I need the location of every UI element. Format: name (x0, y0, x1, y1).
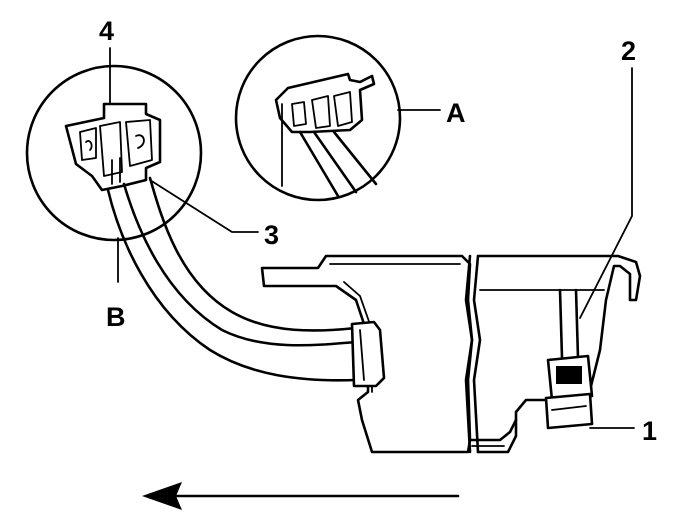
detail-a-slot-2 (311, 95, 331, 129)
detail-a-tube (298, 130, 378, 198)
flange-right-section (476, 254, 642, 454)
detail-b-slot-mid (99, 121, 123, 177)
connector-1-ridge (551, 405, 587, 411)
callout-A: A (446, 98, 466, 128)
detail-a-circle (234, 34, 402, 202)
callout-4: 4 (99, 16, 114, 46)
direction-arrow-head (142, 482, 182, 510)
callout-B: B (106, 302, 126, 332)
detail-a-slot-1 (291, 101, 307, 127)
leader-lines (109, 47, 635, 429)
connector-2-inner (556, 366, 582, 384)
flange-left-section (260, 254, 474, 454)
hose-outer (106, 188, 358, 382)
break-line-right (472, 254, 482, 454)
detail-b-connector (64, 102, 162, 192)
hose-lines (106, 176, 358, 382)
base-step (468, 418, 518, 442)
detail-b-view (25, 64, 203, 242)
callout-3-right: 3 (264, 220, 279, 250)
detail-b-clip-1 (85, 140, 93, 151)
hose-sleeve-line (359, 329, 365, 381)
detail-b-terminal-pins (111, 157, 121, 185)
detail-a-connector (274, 72, 376, 134)
detail-b-slot-left (79, 127, 97, 161)
detail-b-clip-2 (135, 134, 145, 149)
connector-1-assembly (544, 288, 594, 430)
detail-a-slot-3 (333, 91, 353, 127)
hose-inner-lower (148, 176, 358, 332)
leader-3-right (149, 179, 259, 233)
hose-inner-upper (122, 182, 358, 347)
part-2-tube (558, 288, 580, 360)
break-line-left (464, 254, 474, 454)
detail-b-circle (25, 64, 203, 242)
hose-sleeve (350, 320, 386, 388)
connector-1-housing (544, 392, 594, 430)
callout-labels: 4 2 A 3 3 B 1 (99, 16, 657, 446)
detail-a-view (234, 34, 402, 202)
hose-sleeve-shape (350, 320, 386, 388)
callout-1: 1 (642, 416, 657, 446)
leader-2 (579, 67, 633, 319)
direction-arrow (142, 482, 460, 510)
callout-2: 2 (621, 36, 636, 66)
detail-b-slot-right (125, 119, 153, 167)
